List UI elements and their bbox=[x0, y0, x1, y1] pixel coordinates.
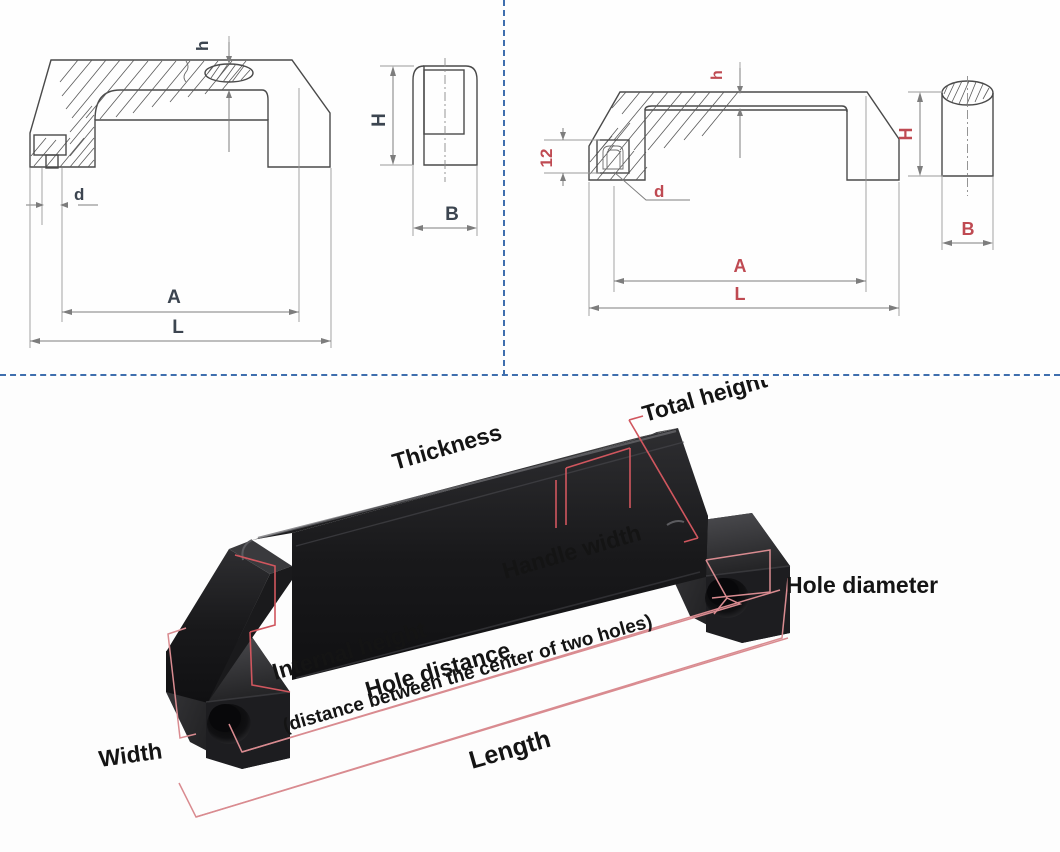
label-width: Width bbox=[97, 737, 164, 772]
callout-hole-distance bbox=[228, 597, 743, 753]
left-dim-H: H bbox=[369, 65, 414, 166]
dim-label-H-left: H bbox=[369, 113, 390, 127]
callout-length-line bbox=[195, 637, 789, 818]
dim-label-A-left: A bbox=[167, 287, 181, 308]
vertical-divider bbox=[503, 0, 505, 376]
handle-body bbox=[166, 428, 791, 769]
callout-internal-height-2 bbox=[249, 631, 291, 693]
right-dim-H: H bbox=[896, 91, 943, 177]
callout-internal-height bbox=[234, 554, 276, 633]
left-dim-d: d bbox=[26, 168, 98, 235]
label-length: Length bbox=[466, 725, 554, 775]
callout-hole-distance-line bbox=[241, 589, 781, 753]
label-hole-diameter: Hole diameter bbox=[786, 572, 938, 598]
right-dim-d: d bbox=[613, 171, 690, 201]
callout-lines bbox=[167, 415, 789, 818]
dim-label-L-right: L bbox=[735, 284, 746, 304]
dim-label-h-left: h bbox=[193, 41, 212, 51]
dim-label-L-left: L bbox=[172, 317, 184, 338]
label-thickness: Thickness bbox=[389, 419, 504, 475]
right-front-view bbox=[588, 91, 900, 181]
right-side-view bbox=[941, 76, 994, 196]
callout-length bbox=[178, 577, 789, 818]
label-total-height: Total height bbox=[639, 380, 770, 427]
dim-label-A-right: A bbox=[734, 256, 747, 276]
handle-front-face bbox=[292, 428, 708, 680]
left-dim-L: L bbox=[29, 168, 332, 348]
callout-width bbox=[167, 627, 197, 739]
right-dim-h: h bbox=[709, 62, 743, 158]
left-front-view bbox=[29, 59, 331, 169]
dim-label-B-left: B bbox=[445, 204, 459, 225]
dim-label-d-right: d bbox=[654, 182, 664, 201]
dim-label-B-right: B bbox=[962, 219, 975, 239]
callout-total-height bbox=[628, 415, 699, 543]
callout-handle-width bbox=[565, 447, 631, 525]
left-panel-drawing: h d bbox=[26, 36, 478, 348]
left-dim-h: h bbox=[193, 36, 232, 152]
callout-hole-diameter bbox=[705, 549, 771, 599]
dim-label-H-right: H bbox=[896, 128, 916, 141]
technical-drawings-svg: h d bbox=[26, 36, 994, 348]
product-photo-area: Thickness Total height Handle width Hole… bbox=[0, 380, 1060, 852]
product-photo-svg: Thickness Total height Handle width Hole… bbox=[97, 380, 938, 818]
horizontal-divider bbox=[0, 374, 1060, 376]
leg-hatching bbox=[30, 105, 95, 168]
dim-label-12-right: 12 bbox=[537, 149, 556, 168]
left-dim-A: A bbox=[61, 88, 300, 322]
dim-label-d-left: d bbox=[74, 185, 84, 204]
dim-label-h-right: h bbox=[709, 70, 726, 80]
right-dim-B: B bbox=[941, 177, 994, 250]
technical-drawings-area: h d bbox=[0, 0, 1060, 376]
left-side-view bbox=[412, 58, 478, 182]
right-dim-A: A bbox=[613, 96, 867, 292]
right-dim-L: L bbox=[588, 182, 900, 316]
left-dim-B: B bbox=[412, 166, 478, 236]
right-dim-12: 12 bbox=[537, 128, 600, 186]
right-panel-drawing: h 12 d bbox=[537, 62, 994, 316]
hole-hatching bbox=[207, 63, 251, 83]
